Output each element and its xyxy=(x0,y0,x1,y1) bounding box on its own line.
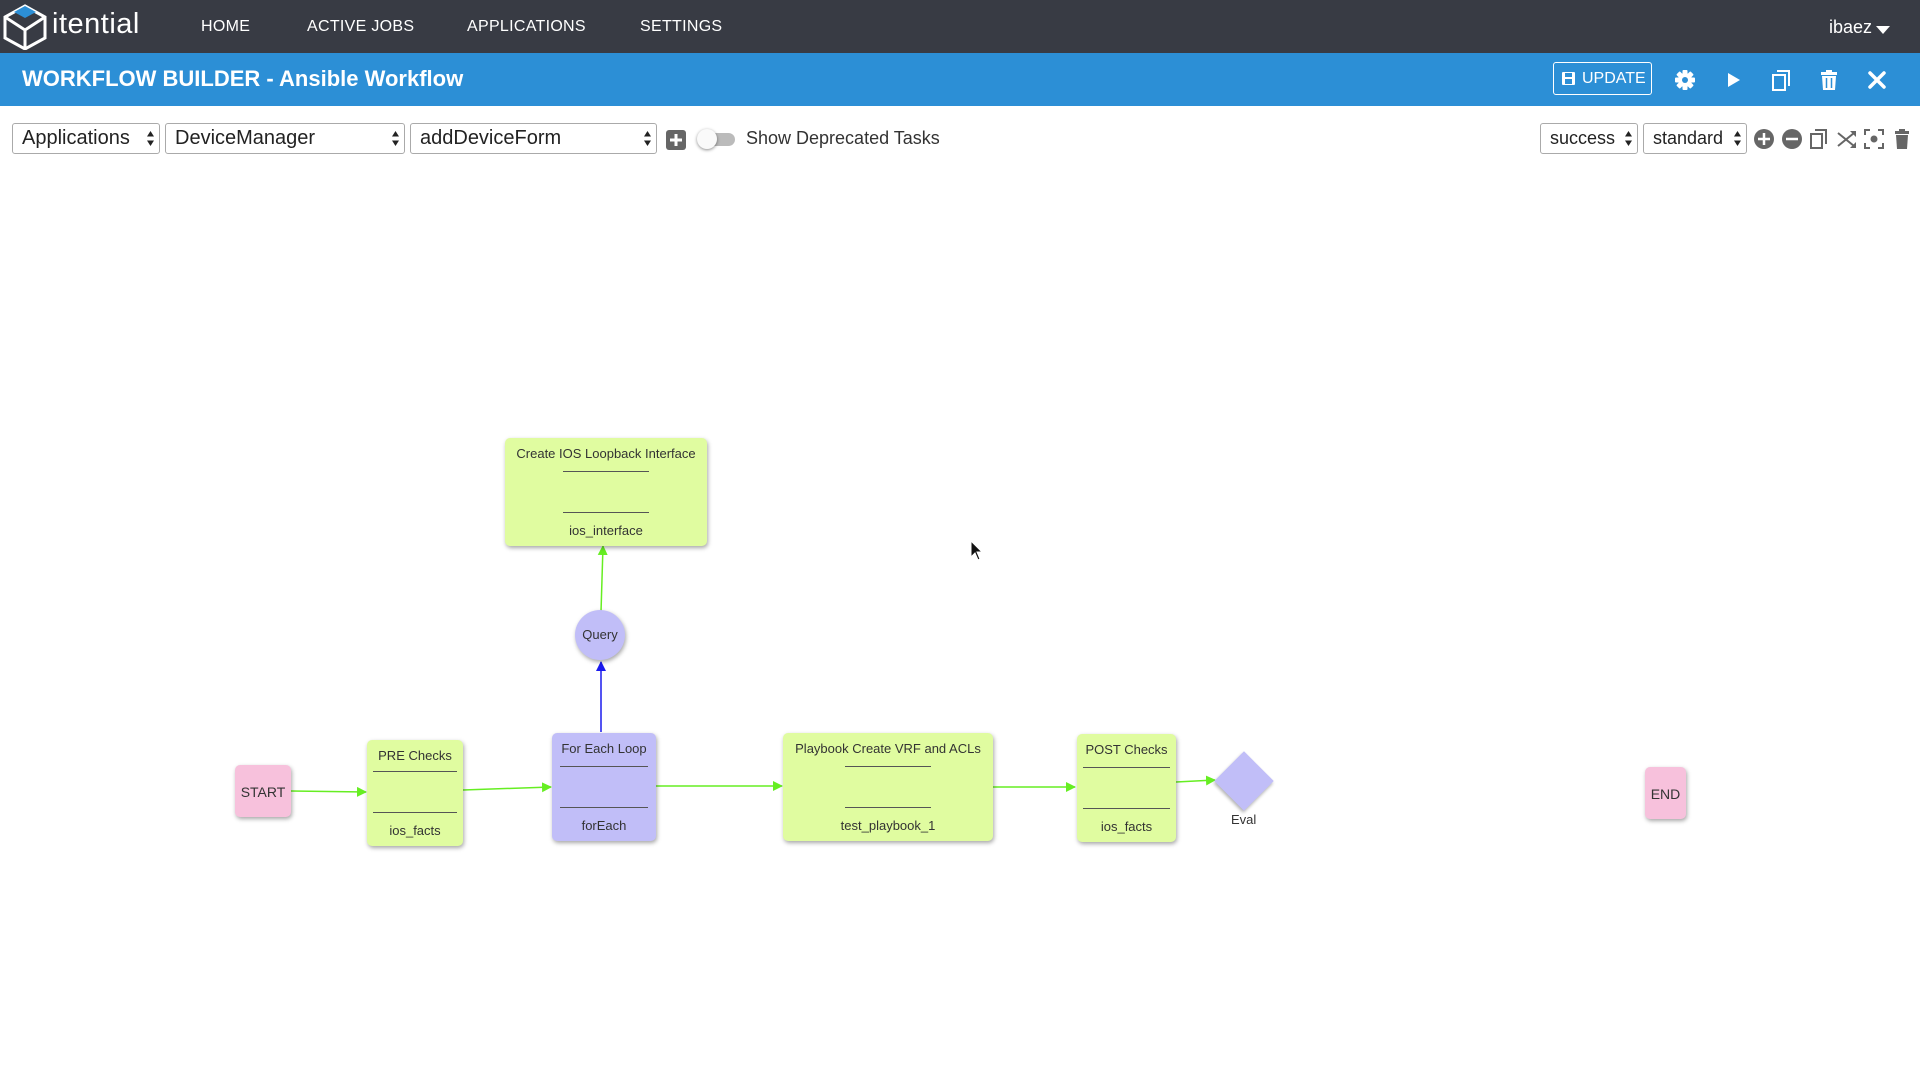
fit-screen-icon[interactable] xyxy=(1863,128,1885,150)
task-name: ios_facts xyxy=(389,823,441,838)
trash-icon[interactable] xyxy=(1817,68,1841,92)
delete-selection-icon[interactable] xyxy=(1891,128,1913,150)
zoom-in-icon[interactable] xyxy=(1753,128,1775,150)
transition-status-value: success xyxy=(1550,128,1616,148)
task-name: forEach xyxy=(581,818,627,833)
play-icon[interactable] xyxy=(1721,68,1745,92)
divider xyxy=(1083,767,1170,768)
close-icon[interactable] xyxy=(1865,68,1889,92)
workflow-edges xyxy=(290,545,1216,797)
brand-name: itential xyxy=(52,8,140,40)
divider xyxy=(560,766,648,767)
divider xyxy=(563,471,649,472)
control-node-for-each[interactable]: For Each Loop forEach xyxy=(552,733,656,841)
page-title: WORKFLOW BUILDER - Ansible Workflow xyxy=(22,66,464,91)
transition-status-select[interactable]: success xyxy=(1540,123,1638,154)
select-arrows-icon xyxy=(392,131,399,146)
nav-settings[interactable]: SETTINGS xyxy=(640,18,723,35)
itential-logo-icon[interactable] xyxy=(2,4,48,50)
task-name: ios_facts xyxy=(1100,819,1153,834)
transition-type-select[interactable]: standard xyxy=(1643,123,1747,154)
nav-home[interactable]: HOME xyxy=(201,18,251,35)
task-select-value: addDeviceForm xyxy=(420,127,562,149)
transition-type-value: standard xyxy=(1653,128,1724,148)
eval-label: Eval xyxy=(1231,812,1257,827)
divider xyxy=(560,807,648,808)
end-label: END xyxy=(1650,786,1681,802)
mouse-cursor-icon xyxy=(970,540,984,561)
deprecated-tasks-toggle[interactable] xyxy=(697,129,737,149)
task-node-post-checks[interactable]: POST Checks ios_facts xyxy=(1077,734,1176,842)
start-label: START xyxy=(240,784,286,800)
duplicate-icon[interactable] xyxy=(1808,128,1830,150)
deprecated-tasks-label: Show Deprecated Tasks xyxy=(746,128,940,148)
update-label: UPDATE xyxy=(1582,70,1646,87)
task-node-playbook[interactable]: Playbook Create VRF and ACLs test_playbo… xyxy=(783,733,993,841)
divider xyxy=(563,512,649,513)
nav-active-jobs[interactable]: ACTIVE JOBS xyxy=(307,18,415,35)
task-title: Playbook Create VRF and ACLs xyxy=(795,741,981,756)
edge-query-create xyxy=(597,545,608,613)
edge-start-pre xyxy=(290,786,367,797)
task-node-pre-checks[interactable]: PRE Checks ios_facts xyxy=(367,740,463,846)
select-arrows-icon xyxy=(1734,131,1741,146)
caret-down-icon[interactable] xyxy=(1876,26,1890,34)
task-node-create-loopback[interactable]: Create IOS Loopback Interface ios_interf… xyxy=(505,438,707,546)
top-nav: itential HOME ACTIVE JOBS APPLICATIONS S… xyxy=(0,0,1920,53)
zoom-out-icon[interactable] xyxy=(1781,128,1803,150)
divider xyxy=(845,766,931,767)
gear-icon[interactable] xyxy=(1673,68,1697,92)
edge-post-eval xyxy=(1175,775,1216,786)
update-button[interactable]: UPDATE xyxy=(1553,62,1652,95)
select-arrows-icon xyxy=(1625,131,1632,146)
query-node[interactable]: Query xyxy=(575,610,625,660)
toggle-knob xyxy=(697,129,717,149)
divider xyxy=(373,771,457,772)
divider xyxy=(1083,808,1170,809)
end-node[interactable]: END xyxy=(1645,767,1686,819)
edge-pre-foreach xyxy=(462,782,552,793)
task-title: Create IOS Loopback Interface xyxy=(516,446,696,461)
task-title: For Each Loop xyxy=(561,741,647,756)
start-node[interactable]: START xyxy=(235,765,291,817)
copy-icon[interactable] xyxy=(1769,68,1793,92)
task-title: PRE Checks xyxy=(378,748,452,763)
task-name: test_playbook_1 xyxy=(840,818,936,833)
select-arrows-icon xyxy=(147,131,154,146)
task-name: ios_interface xyxy=(569,523,643,538)
workflow-canvas[interactable]: START PRE Checks ios_facts For Each Loop… xyxy=(0,160,1920,1080)
application-select-value: DeviceManager xyxy=(175,127,316,149)
divider xyxy=(373,812,457,813)
task-title: POST Checks xyxy=(1085,742,1168,757)
category-select-value: Applications xyxy=(22,127,130,149)
select-arrows-icon xyxy=(644,131,651,146)
divider xyxy=(845,807,931,808)
shuffle-icon[interactable] xyxy=(1836,128,1858,150)
category-select[interactable]: Applications xyxy=(12,123,160,154)
nav-applications[interactable]: APPLICATIONS xyxy=(467,18,586,35)
title-bar: WORKFLOW BUILDER - Ansible Workflow UPDA… xyxy=(0,53,1920,106)
user-menu[interactable]: ibaez xyxy=(1828,17,1872,37)
application-select[interactable]: DeviceManager xyxy=(165,123,405,154)
task-select[interactable]: addDeviceForm xyxy=(410,123,657,154)
add-task-icon[interactable] xyxy=(666,130,686,150)
save-icon xyxy=(1562,72,1575,85)
